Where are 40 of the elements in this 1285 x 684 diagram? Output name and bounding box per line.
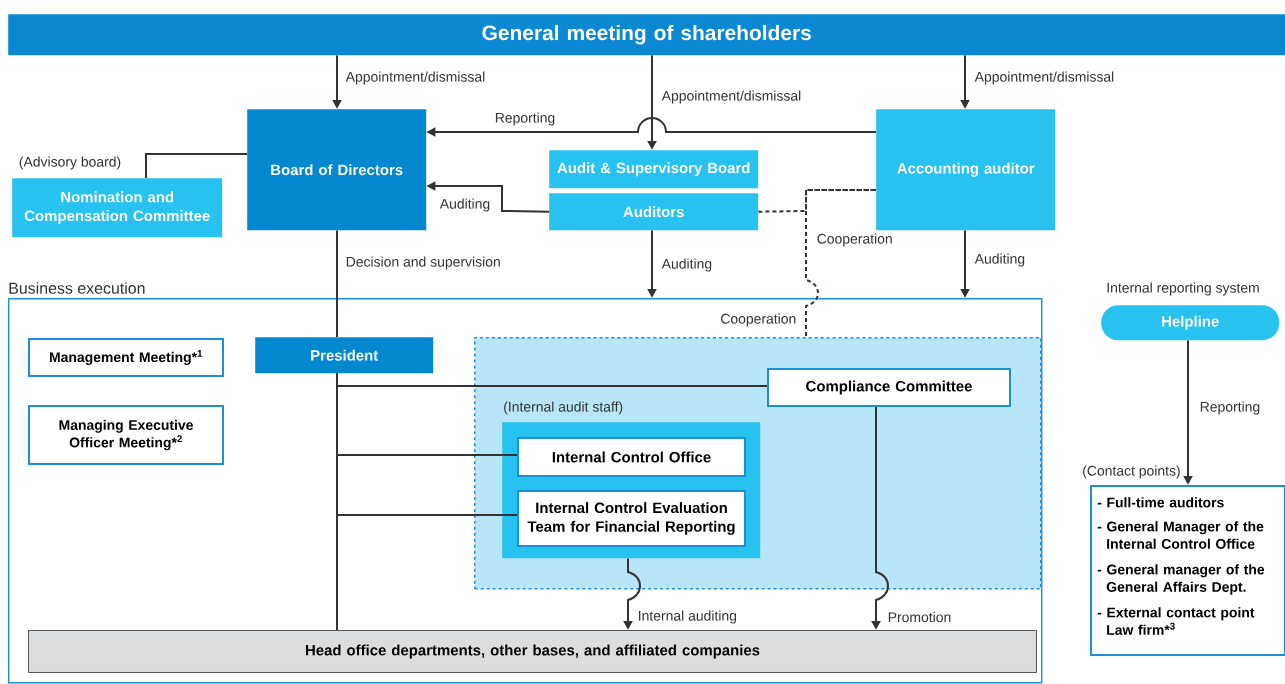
org-box: Audit & Supervisory Board	[549, 150, 759, 189]
edge-label: Auditing	[660, 257, 714, 273]
group-heading: (Contact points)	[1083, 465, 1180, 479]
group-heading: (Internal audit staff)	[504, 401, 623, 415]
list-item: - General Manager of the Internal Control Office	[1097, 521, 1264, 549]
org-box: President	[255, 337, 434, 374]
dashed-connector	[805, 189, 877, 338]
edge-label: Internal auditing	[636, 609, 739, 625]
org-box: Auditors	[549, 193, 759, 231]
edge-label: Appointment/dismissal	[973, 70, 1116, 86]
org-box: Internal Control Evaluation Team for Financial Reporting	[517, 490, 746, 547]
connector	[336, 372, 518, 516]
list-item: - External contact point Law firm*$^{3}$	[1097, 607, 1255, 635]
org-box: Accounting auditor	[876, 109, 1056, 231]
edge-label: Auditing	[438, 197, 492, 213]
side-note: (Advisory board)	[19, 156, 121, 170]
org-box: Head office departments, other bases, and affiliated companies	[28, 630, 1037, 673]
group-heading: Business execution	[9, 282, 145, 294]
list-item: - Full-time auditors	[1097, 497, 1224, 508]
edge-label: Appointment/dismissal	[344, 70, 487, 86]
org-box: Compliance Committee	[767, 368, 1011, 407]
edge-label: Auditing	[973, 252, 1027, 268]
header-band: General meeting of shareholders	[8, 14, 1285, 56]
edge-label: Promotion	[886, 610, 953, 624]
edge-label: Reporting	[1198, 400, 1262, 416]
helpline-pill: Helpline	[1101, 305, 1280, 341]
edge-label: Cooperation	[815, 232, 895, 248]
org-box: Board of Directors	[247, 109, 427, 231]
list-item: - General manager of the General Affairs Dept.	[1097, 564, 1265, 595]
org-box: Management Meeting*$^{1}$	[28, 338, 224, 377]
edge-label: Reporting	[493, 111, 557, 127]
edge-label: Decision and supervision	[344, 255, 503, 271]
org-box: Nomination and Compensation Committee	[12, 178, 223, 238]
connector	[145, 153, 248, 179]
org-box: Managing Executive Officer Meeting*$^{2}$	[28, 405, 224, 465]
org-box: Internal Control Office	[517, 437, 746, 477]
connector	[336, 229, 338, 338]
edge-label: Cooperation	[718, 312, 798, 328]
edge-label: Appointment/dismissal	[660, 89, 803, 105]
side-note: Internal reporting system	[1107, 282, 1259, 296]
